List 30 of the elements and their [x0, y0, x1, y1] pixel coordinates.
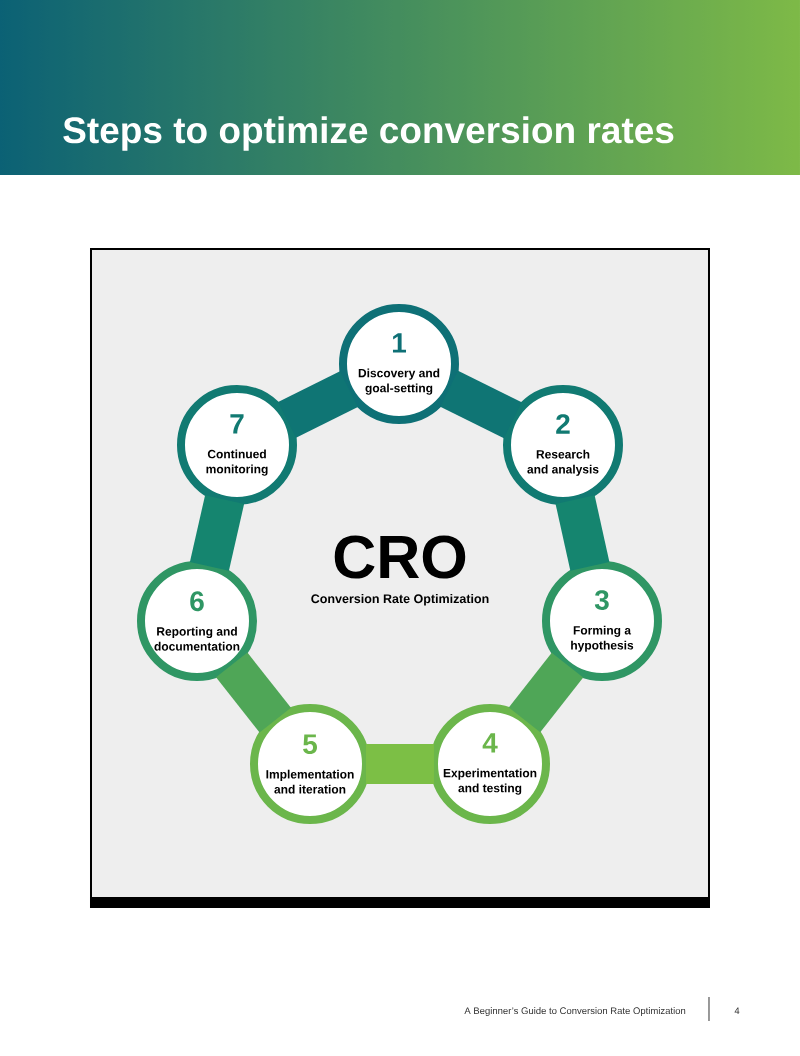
- step-number: 4: [482, 733, 498, 753]
- ring-band: [440, 370, 522, 439]
- step-label: Discovery and goal-setting: [358, 368, 440, 395]
- page-title: Steps to optimize conversion rates: [63, 116, 674, 151]
- step-number: 7: [230, 414, 244, 434]
- step-number: 5: [303, 734, 317, 754]
- step-circle: [542, 561, 662, 681]
- center-subtitle: Conversion Rate Optimization: [311, 593, 489, 606]
- step-number: 1: [393, 333, 406, 353]
- step-label: Continued monitoring: [206, 449, 268, 476]
- step-circle: [503, 385, 623, 505]
- page-number: 4: [734, 1007, 740, 1014]
- step-label: Reporting and documentation: [154, 626, 240, 651]
- ring-band: [555, 495, 610, 571]
- step-number: 6: [190, 591, 204, 612]
- step-number: 3: [594, 590, 609, 610]
- step-label: Experimentation and testing: [443, 768, 537, 795]
- footer-text: A Beginner’s Guide to Conversion Rate Optimization: [464, 1007, 686, 1016]
- center-heading: CRO: [334, 535, 466, 579]
- step-label: Research and analysis: [527, 449, 599, 476]
- ring-band: [189, 495, 245, 571]
- step-circle: [137, 561, 257, 681]
- step-number: 2: [556, 414, 570, 434]
- ring-band: [366, 744, 434, 784]
- step-circle: [177, 385, 297, 505]
- ring-band: [278, 371, 358, 438]
- step-label: Implementation and iteration: [266, 769, 354, 794]
- step-circle: [339, 304, 459, 424]
- step-circle: [430, 704, 550, 824]
- step-label: Forming a hypothesis: [571, 625, 634, 652]
